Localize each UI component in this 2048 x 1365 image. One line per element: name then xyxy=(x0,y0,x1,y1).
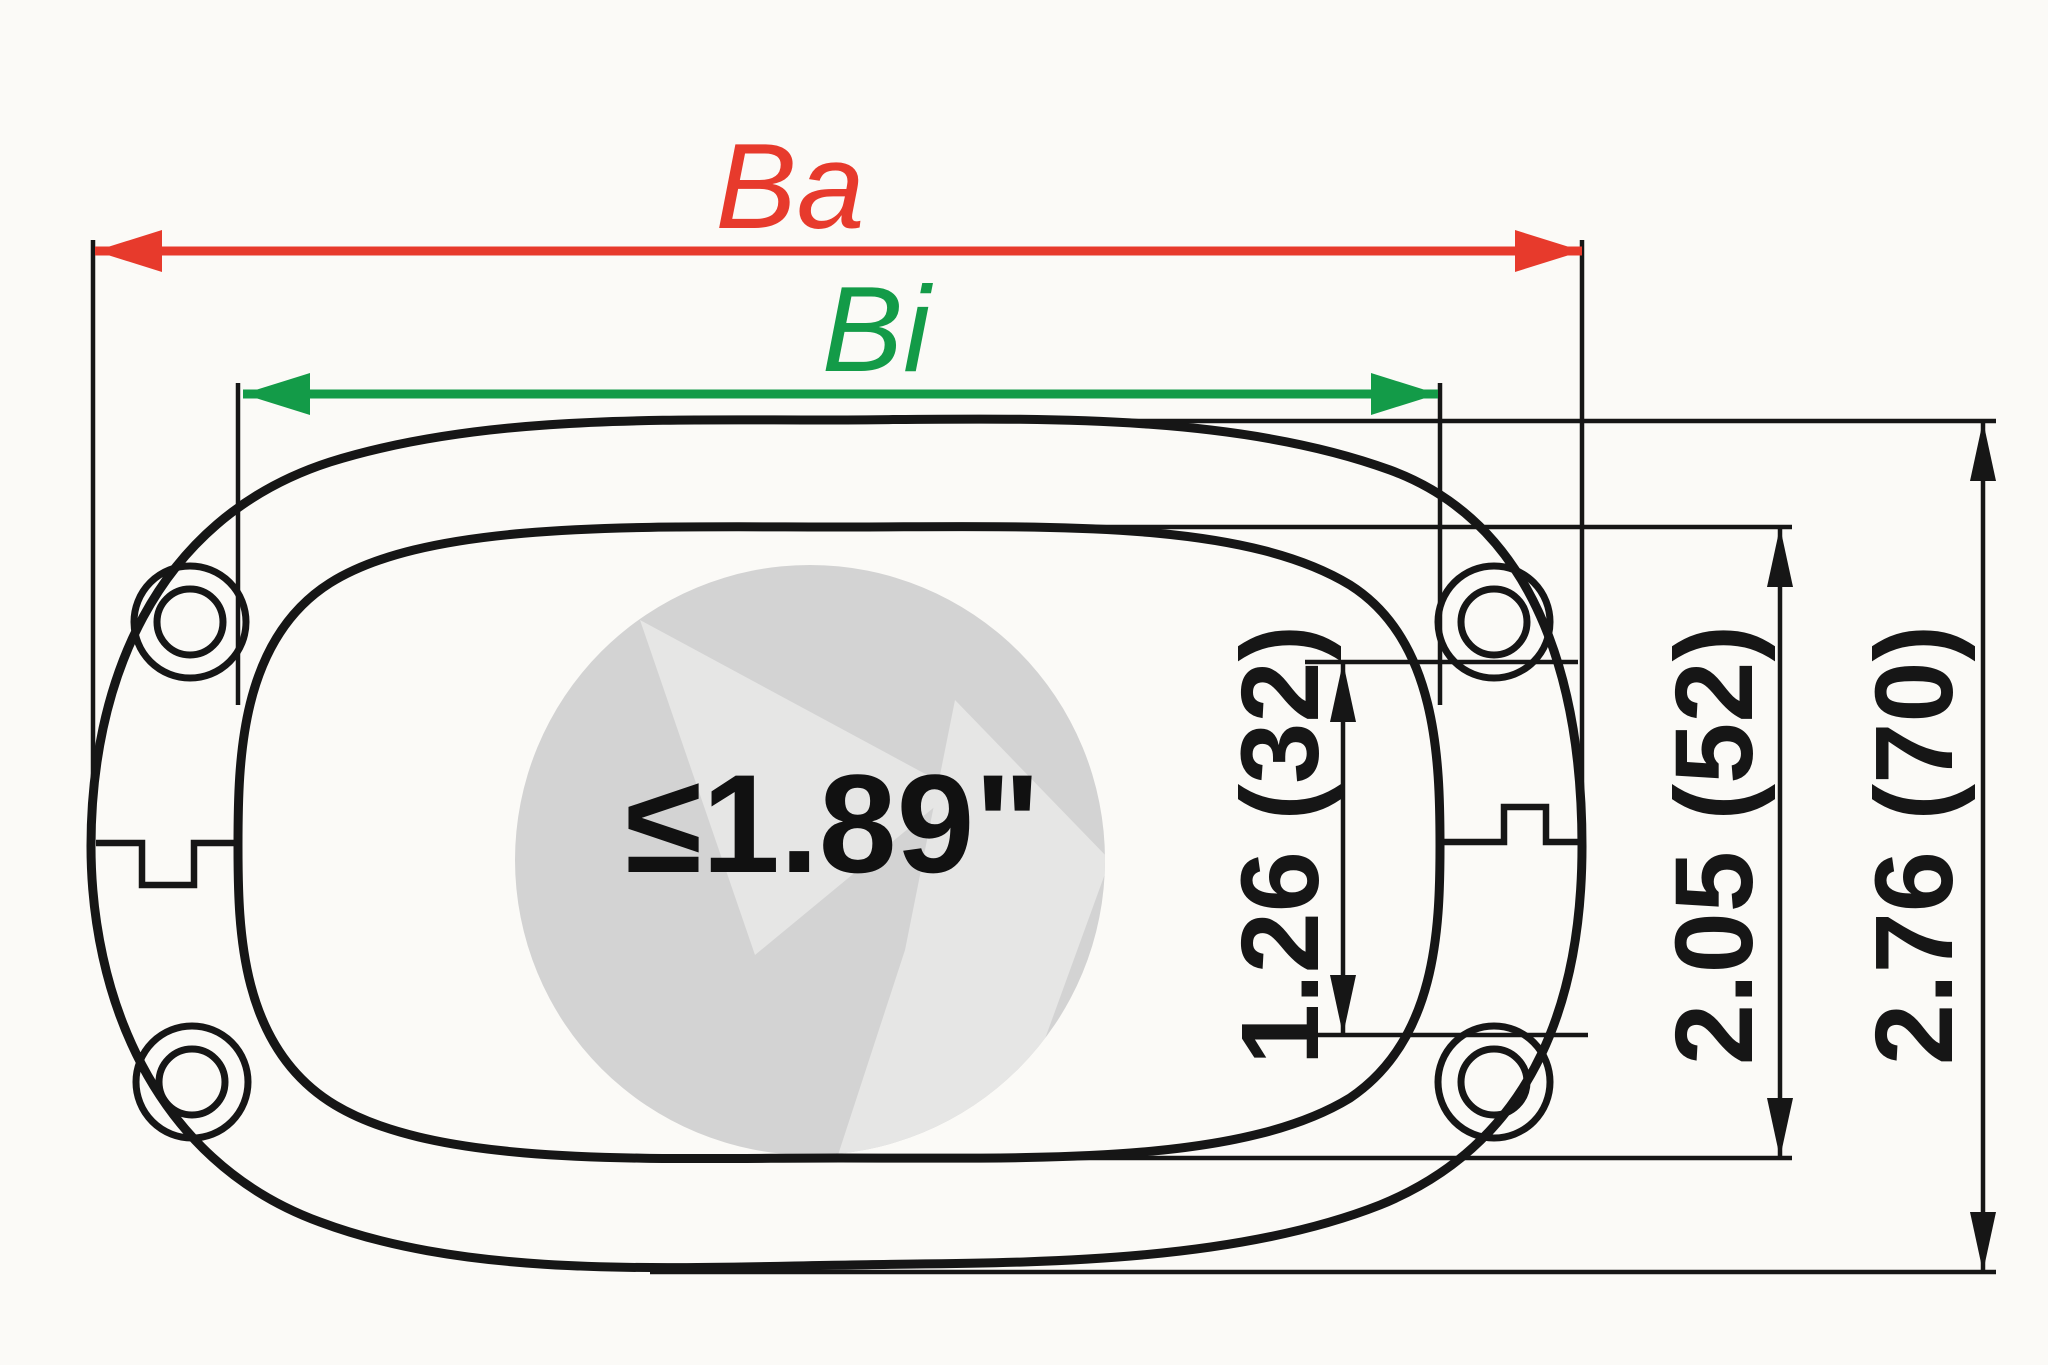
watermark-wedge-icon xyxy=(838,700,1105,1155)
bi-label: Bi xyxy=(822,261,933,397)
max-diameter-label: ≤1.89" xyxy=(625,745,1041,902)
dimension-inner-height-52: 2.05 (52) xyxy=(630,524,1793,1161)
right-notch-outline xyxy=(1440,803,1582,846)
left-notch-outline xyxy=(96,839,236,889)
hole-top-right-inner-icon xyxy=(1457,585,1531,659)
hole-top-left-inner-icon xyxy=(153,585,227,659)
ba-arrowhead-right-icon xyxy=(1515,230,1582,272)
hole-bottom-left-inner-icon xyxy=(155,1045,229,1119)
ba-arrowhead-left-icon xyxy=(95,230,162,272)
hole-top-left-outer-icon xyxy=(130,562,250,682)
watermark-wedge-icon xyxy=(640,620,955,955)
dim32-arrowhead-up-icon xyxy=(1330,662,1356,722)
bi-arrowhead-left-icon xyxy=(243,373,310,415)
dim70-arrowhead-down-icon xyxy=(1970,1212,1996,1272)
watermark-diameter-circle xyxy=(515,565,1105,1155)
ba-label: Ba xyxy=(715,118,864,254)
dim52-label: 2.05 (52) xyxy=(1653,625,1776,1065)
dimension-inner-width-Bi: Bi xyxy=(235,261,1443,705)
dimension-hole-span-32: 1.26 (32) xyxy=(1219,625,1588,1065)
inner-opening-outline xyxy=(233,522,1445,1164)
dim32-label: 1.26 (32) xyxy=(1219,625,1342,1065)
bi-arrowhead-right-icon xyxy=(1371,373,1438,415)
dim32-arrowhead-down-icon xyxy=(1330,975,1356,1035)
dim70-arrowhead-up-icon xyxy=(1970,421,1996,481)
dim70-label: 2.76 (70) xyxy=(1853,625,1976,1065)
dim52-arrowhead-down-icon xyxy=(1767,1098,1793,1158)
hole-bottom-left-outer-icon xyxy=(132,1022,252,1142)
dimension-outer-height-70: 2.76 (70) xyxy=(650,418,1996,1275)
hole-bottom-right-outer-icon xyxy=(1434,1022,1554,1142)
dim52-arrowhead-up-icon xyxy=(1767,527,1793,587)
hole-bottom-right-inner-icon xyxy=(1457,1045,1531,1119)
dimension-outer-width-Ba: Ba xyxy=(90,118,1585,858)
